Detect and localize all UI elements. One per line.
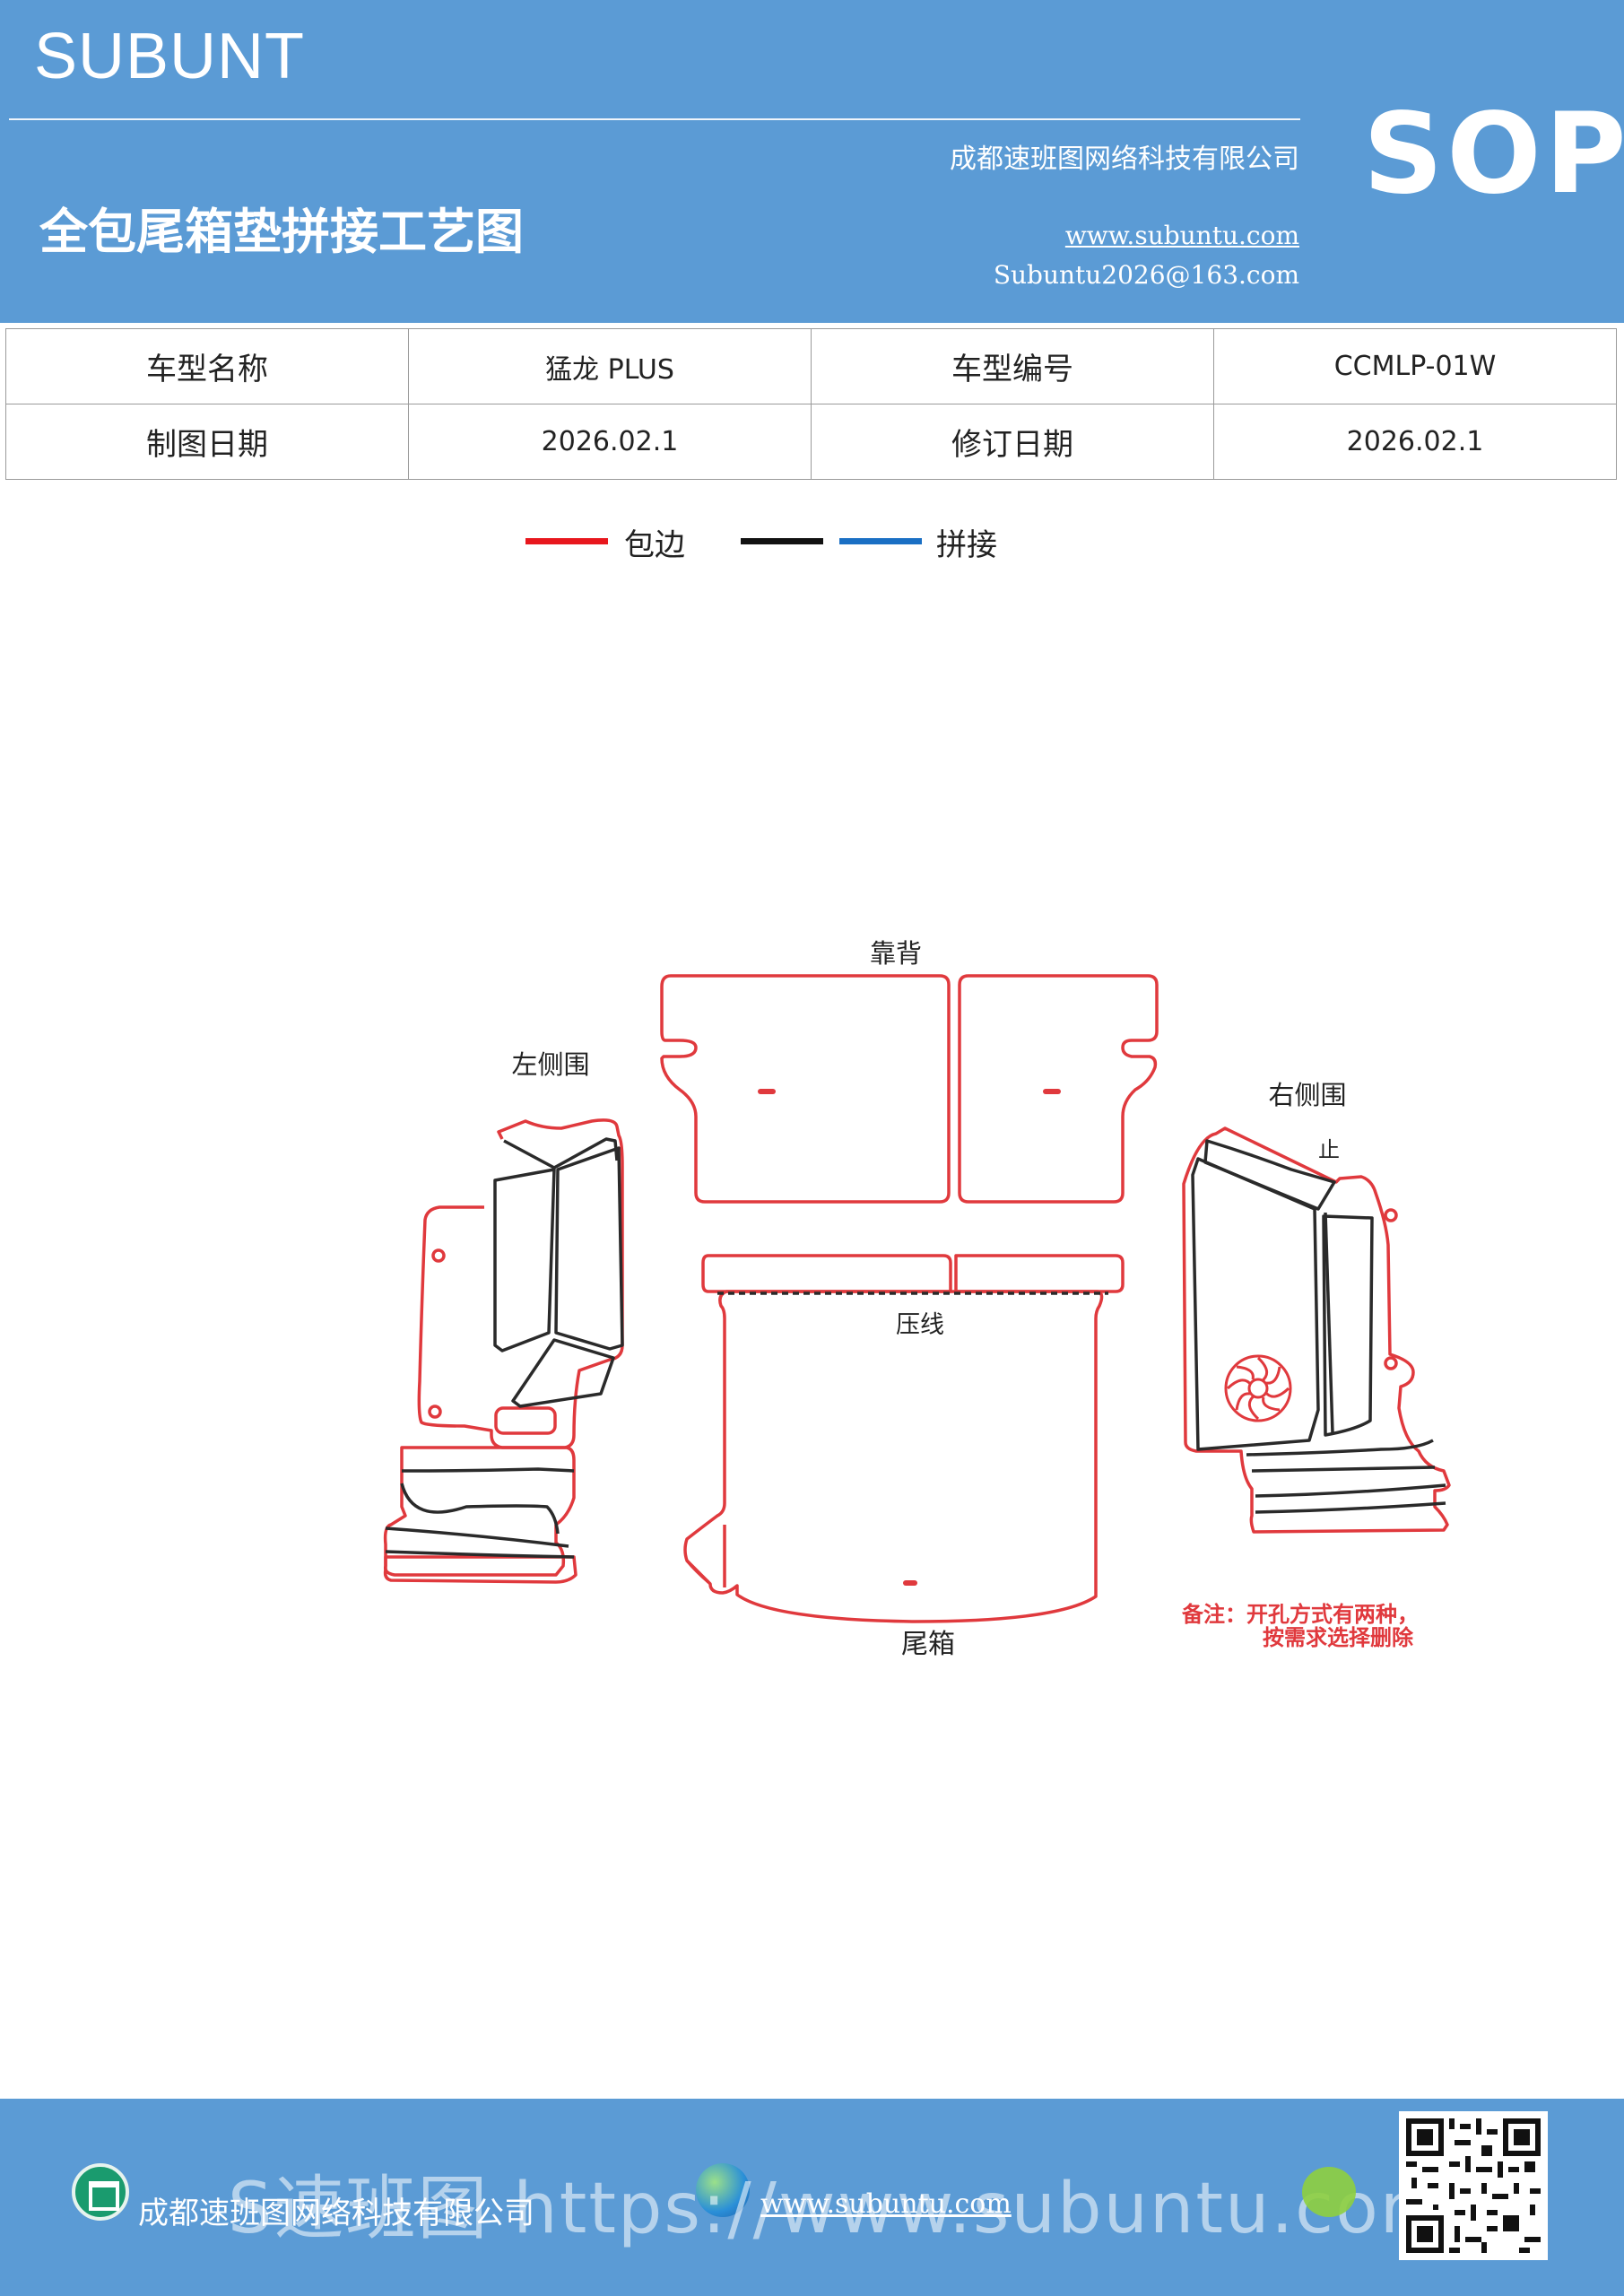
right-side-hole-upper [1384,1208,1398,1222]
right-side-seam-lower-3 [1255,1483,1446,1498]
table-row: 车型名称 猛龙 PLUS 车型编号 CCMLP-01W [5,328,1617,404]
label-trunk: 尾箱 [901,1629,955,1660]
trunk-floor-panel [683,1290,1104,1623]
right-side-seam-panel-a [1191,1157,1320,1451]
table-cell: 猛龙 PLUS [408,328,812,404]
globe-icon [696,2163,750,2217]
legend-swatch-binding [525,538,608,544]
table-cell: 修订日期 [811,404,1214,480]
table-cell: 车型名称 [5,328,409,404]
footer-banner: 成都速班图网络科技有限公司 www.subuntu.com S速班图 https… [0,2099,1624,2296]
legend: 包边 拼接 [0,520,1624,574]
right-side-seam-lower-1 [1246,1439,1434,1457]
legend-label-splice: 拼接 [936,527,997,563]
left-side-outline [417,1118,624,1449]
note-line-1: 备注：开孔方式有两种， [1181,1602,1419,1627]
left-side-seam-panel-b [554,1146,624,1351]
trunk-top-strip-right [954,1254,1125,1293]
right-side-seam-panel-b [1203,1139,1336,1211]
table-cell: 2026.02.1 [408,404,812,480]
header-company-name: 成都速班图网络科技有限公司 [950,144,1299,175]
vehicle-info-table: 车型名称 猛龙 PLUS 车型编号 CCMLP-01W 制图日期 2026.02… [5,328,1617,480]
qr-code-pattern [1406,2118,1541,2253]
wechat-icon [1302,2167,1356,2217]
right-side-fan-emblem [1224,1354,1292,1422]
right-side-outline [1182,1126,1451,1534]
header-divider [9,118,1300,120]
building-icon [72,2163,129,2221]
legend-swatch-black [741,538,823,544]
header-banner: SUBUNT 成都速班图网络科技有限公司 全包尾箱垫拼接工艺图 www.subu… [0,0,1624,323]
left-side-hole-lower [428,1405,442,1419]
table-cell: 2026.02.1 [1213,404,1617,480]
footer-website-link[interactable]: www.subuntu.com [760,2188,1012,2220]
backrest-right-panel [958,974,1159,1204]
table-row: 制图日期 2026.02.1 修订日期 2026.02.1 [5,404,1617,480]
legend-label-binding: 包边 [624,527,685,563]
trunk-floor-corner-flap [685,1525,726,1587]
left-side-seam-panel-c [511,1338,615,1408]
label-backrest: 靠背 [870,938,922,969]
note-line-2: 按需求选择删除 [1263,1625,1414,1650]
sop-label: SOP [1363,90,1624,219]
left-side-lower-outline-2 [383,1555,578,1584]
left-side-seam-panel-top [503,1137,619,1170]
label-left-side: 左侧围 [511,1049,589,1080]
header-email: Subuntu2026@163.com [993,260,1299,290]
left-side-lower-outline [383,1446,576,1577]
right-side-hole-lower [1384,1356,1398,1370]
label-crease: 压线 [896,1311,944,1339]
table-cell: 车型编号 [811,328,1214,404]
right-side-seam-panel-c [1322,1214,1374,1437]
left-side-seam-lower-4 [385,1550,575,1559]
right-side-seam-lower-2 [1251,1465,1436,1473]
left-side-hole-upper [431,1248,446,1263]
legend-swatch-splice [839,538,922,544]
footer-company-name: 成都速班图网络科技有限公司 [138,2196,534,2231]
table-cell: 制图日期 [5,404,409,480]
left-side-slot [494,1406,557,1435]
brand-logo-text: SUBUNT [34,21,306,92]
footer-watermark-text: S速班图 https://www.subuntu.com [228,2169,1450,2249]
trunk-top-strip-left [701,1254,952,1293]
qr-code [1399,2111,1548,2260]
right-side-seam-panel-d [1324,1212,1334,1434]
label-right-side: 右侧围 [1268,1080,1346,1110]
page-title: 全包尾箱垫拼接工艺图 [39,203,524,260]
left-side-seam-lower-2 [400,1483,560,1535]
left-side-seam-panel-a [493,1168,556,1352]
left-side-seam-lower-3 [385,1526,569,1548]
header-website-link[interactable]: www.subuntu.com [1064,221,1299,250]
label-mark: 止 [1318,1137,1340,1162]
backrest-left-panel [660,974,951,1204]
right-side-seam-lower-4 [1255,1501,1446,1514]
table-cell: CCMLP-01W [1213,328,1617,404]
left-side-seam-lower-1 [401,1467,575,1473]
